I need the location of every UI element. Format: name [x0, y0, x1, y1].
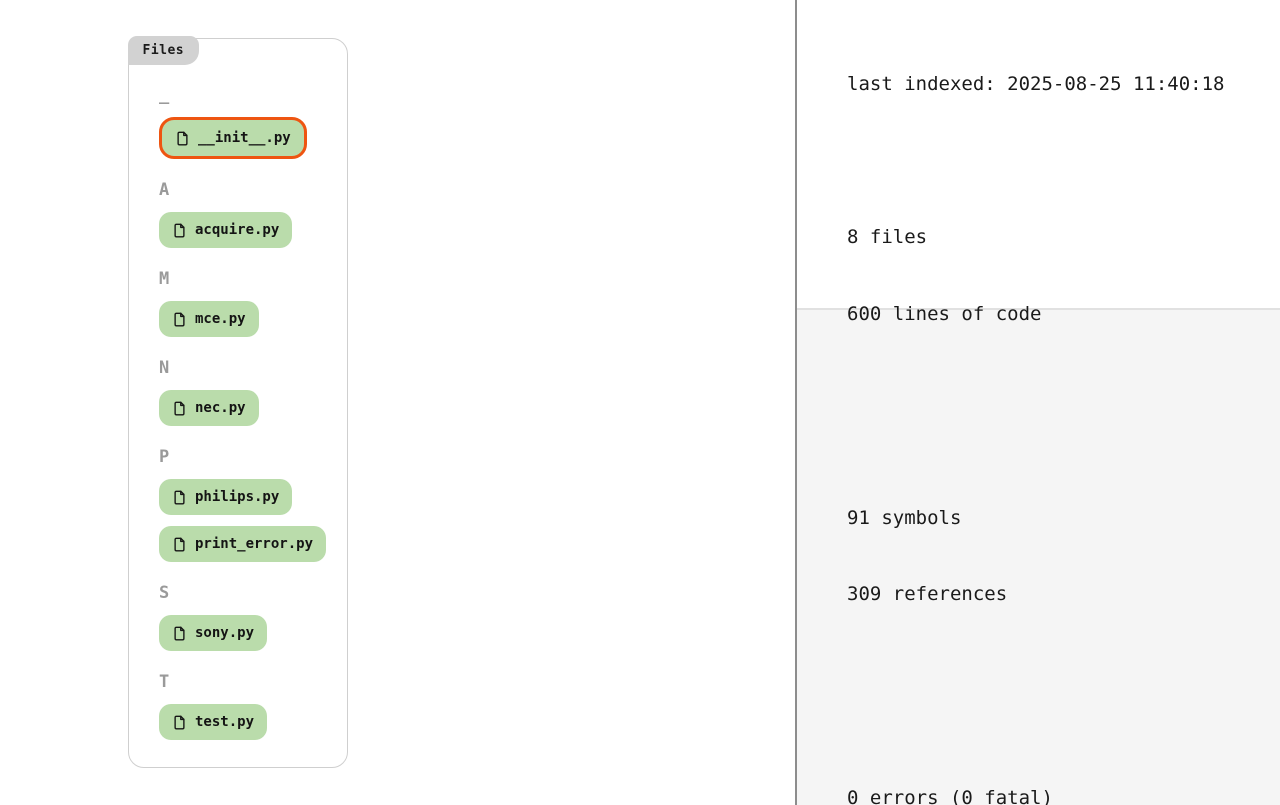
file-icon: [172, 536, 187, 553]
file-name: nec.py: [195, 400, 246, 416]
file-name: print_error.py: [195, 536, 314, 552]
file-chip[interactable]: philips.py: [159, 479, 293, 515]
files-tab-label: Files: [142, 43, 185, 58]
sidebar-empty-area: [797, 310, 1280, 805]
section-letter: A: [159, 180, 170, 200]
errors-count-text: 0 errors (0 fatal): [847, 787, 1053, 805]
file-chip[interactable]: print_error.py: [159, 526, 327, 562]
symbols-count-text: 91 symbols: [847, 506, 962, 529]
references-count-text: 309 references: [847, 583, 1008, 605]
file-chip[interactable]: sony.py: [159, 615, 268, 651]
file-icon: [175, 130, 190, 147]
section-letter: S: [159, 583, 170, 603]
stats-group-symbols: 91 symbols 309 references: [847, 455, 1270, 659]
file-icon: [172, 714, 187, 731]
file-chip[interactable]: acquire.py: [159, 212, 293, 248]
file-section: _ __init__.py: [159, 85, 347, 159]
file-chip[interactable]: nec.py: [159, 390, 259, 426]
file-chip-selected[interactable]: __init__.py: [159, 117, 307, 159]
index-stats-panel: last indexed: 2025-08-25 11:40:18 8 file…: [797, 0, 1280, 805]
section-letter: M: [159, 269, 170, 289]
file-icon: [172, 400, 187, 417]
file-name: acquire.py: [195, 222, 280, 238]
file-name: __init__.py: [198, 130, 291, 146]
section-letter: N: [159, 358, 170, 378]
file-icon: [172, 311, 187, 328]
file-icon: [172, 222, 187, 239]
stats-group-files: 8 files 600 lines of code: [847, 174, 1270, 378]
file-name: test.py: [195, 714, 255, 730]
file-chip[interactable]: test.py: [159, 704, 268, 740]
section-letter: P: [159, 447, 170, 467]
files-tab: Files: [127, 36, 200, 65]
file-name: philips.py: [195, 489, 280, 505]
file-name: sony.py: [195, 625, 255, 641]
files-count-text: 8 files: [847, 226, 928, 248]
stats-group-errors: 0 errors (0 fatal): [847, 735, 1270, 805]
section-letter: T: [159, 672, 170, 692]
section-letter: _: [159, 85, 170, 105]
lines-of-code-text: 600 lines of code: [847, 302, 1042, 325]
sidebar-divider: [797, 308, 1280, 310]
file-name: mce.py: [195, 311, 246, 327]
right-sidebar: last indexed: 2025-08-25 11:40:18 8 file…: [795, 0, 1280, 805]
file-icon: [172, 489, 187, 506]
file-icon: [172, 625, 187, 642]
last-indexed-text: last indexed: 2025-08-25 11:40:18: [847, 73, 1225, 95]
file-chip[interactable]: mce.py: [159, 301, 259, 337]
